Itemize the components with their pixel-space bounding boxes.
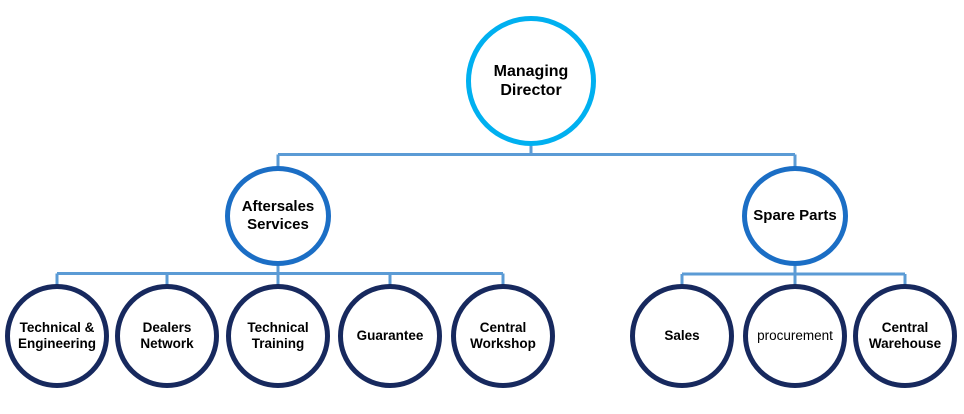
- node-managing-director: Managing Director: [466, 16, 596, 146]
- node-spare-parts-label: Spare Parts: [753, 207, 837, 224]
- node-guarantee-label: Guarantee: [356, 327, 424, 343]
- node-spare-parts: Spare Parts: [742, 166, 848, 266]
- node-aftersales-services-label: Aftersales Services: [241, 198, 315, 233]
- node-sales: Sales: [630, 284, 734, 388]
- node-procurement-label: procurement: [757, 327, 833, 343]
- connector-aftersales-to-children: [55, 266, 505, 286]
- node-guarantee: Guarantee: [338, 284, 442, 388]
- connector-spareparts-to-children: [680, 266, 907, 286]
- node-technical-engineering: Technical & Engineering: [5, 284, 109, 388]
- node-managing-director-label: Managing Director: [493, 62, 569, 99]
- node-sales-label: Sales: [664, 327, 700, 343]
- node-procurement: procurement: [743, 284, 847, 388]
- node-central-warehouse-label: Central Warehouse: [868, 319, 942, 351]
- connector-root-to-level2: [276, 146, 797, 167]
- node-dealers-network-label: Dealers Network: [140, 319, 194, 351]
- node-aftersales-services: Aftersales Services: [225, 166, 331, 266]
- node-dealers-network: Dealers Network: [115, 284, 219, 388]
- node-central-workshop: Central Workshop: [451, 284, 555, 388]
- node-technical-engineering-label: Technical & Engineering: [17, 319, 96, 351]
- node-central-workshop-label: Central Workshop: [470, 319, 536, 351]
- node-technical-training-label: Technical Training: [247, 319, 309, 351]
- node-technical-training: Technical Training: [226, 284, 330, 388]
- node-central-warehouse: Central Warehouse: [853, 284, 957, 388]
